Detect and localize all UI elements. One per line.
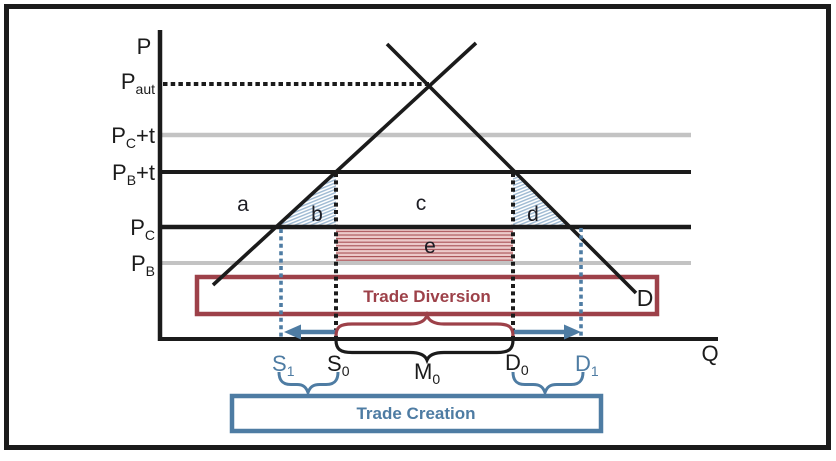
trade-creation-brace-right (511, 371, 585, 397)
x-axis-label: Q (701, 341, 718, 366)
demand-curve (385, 42, 638, 295)
trade-creation-brace-left (277, 371, 340, 397)
price-label-pb-plus-t: PB+t (112, 160, 155, 188)
price-label-pb: PB (131, 251, 155, 279)
trade-diversion-brace (334, 310, 515, 337)
quantity-label-m0: M0 (414, 359, 440, 387)
area-label-e: e (424, 235, 436, 258)
supply-shift-arrow-left (284, 324, 337, 340)
price-label-pc-plus-t: PC+t (111, 123, 155, 151)
outer-border (4, 4, 831, 450)
quantity-label-s0: S0 (327, 351, 350, 379)
quantity-label-s1: S1 (272, 351, 295, 379)
area-label-b: b (311, 203, 323, 226)
y-axis-label: P (137, 34, 152, 59)
m0-brace (334, 339, 515, 365)
area-label-c: c (416, 192, 427, 215)
demand-shift-arrow-right (514, 324, 581, 340)
area-e-rect (336, 229, 513, 261)
trade-diversion-label: Trade Diversion (363, 287, 491, 306)
quantity-label-d0: D0 (505, 350, 529, 378)
price-label-pc: PC (130, 215, 155, 243)
price-label-paut: Paut (121, 69, 155, 97)
quantity-label-d1: D1 (575, 351, 599, 379)
demand-curve-label: D (637, 285, 654, 311)
trade-creation-box (229, 393, 604, 434)
area-label-d: d (527, 203, 539, 226)
supply-curve (211, 41, 478, 287)
trade-creation-label: Trade Creation (356, 404, 475, 423)
area-label-a: a (237, 193, 249, 216)
